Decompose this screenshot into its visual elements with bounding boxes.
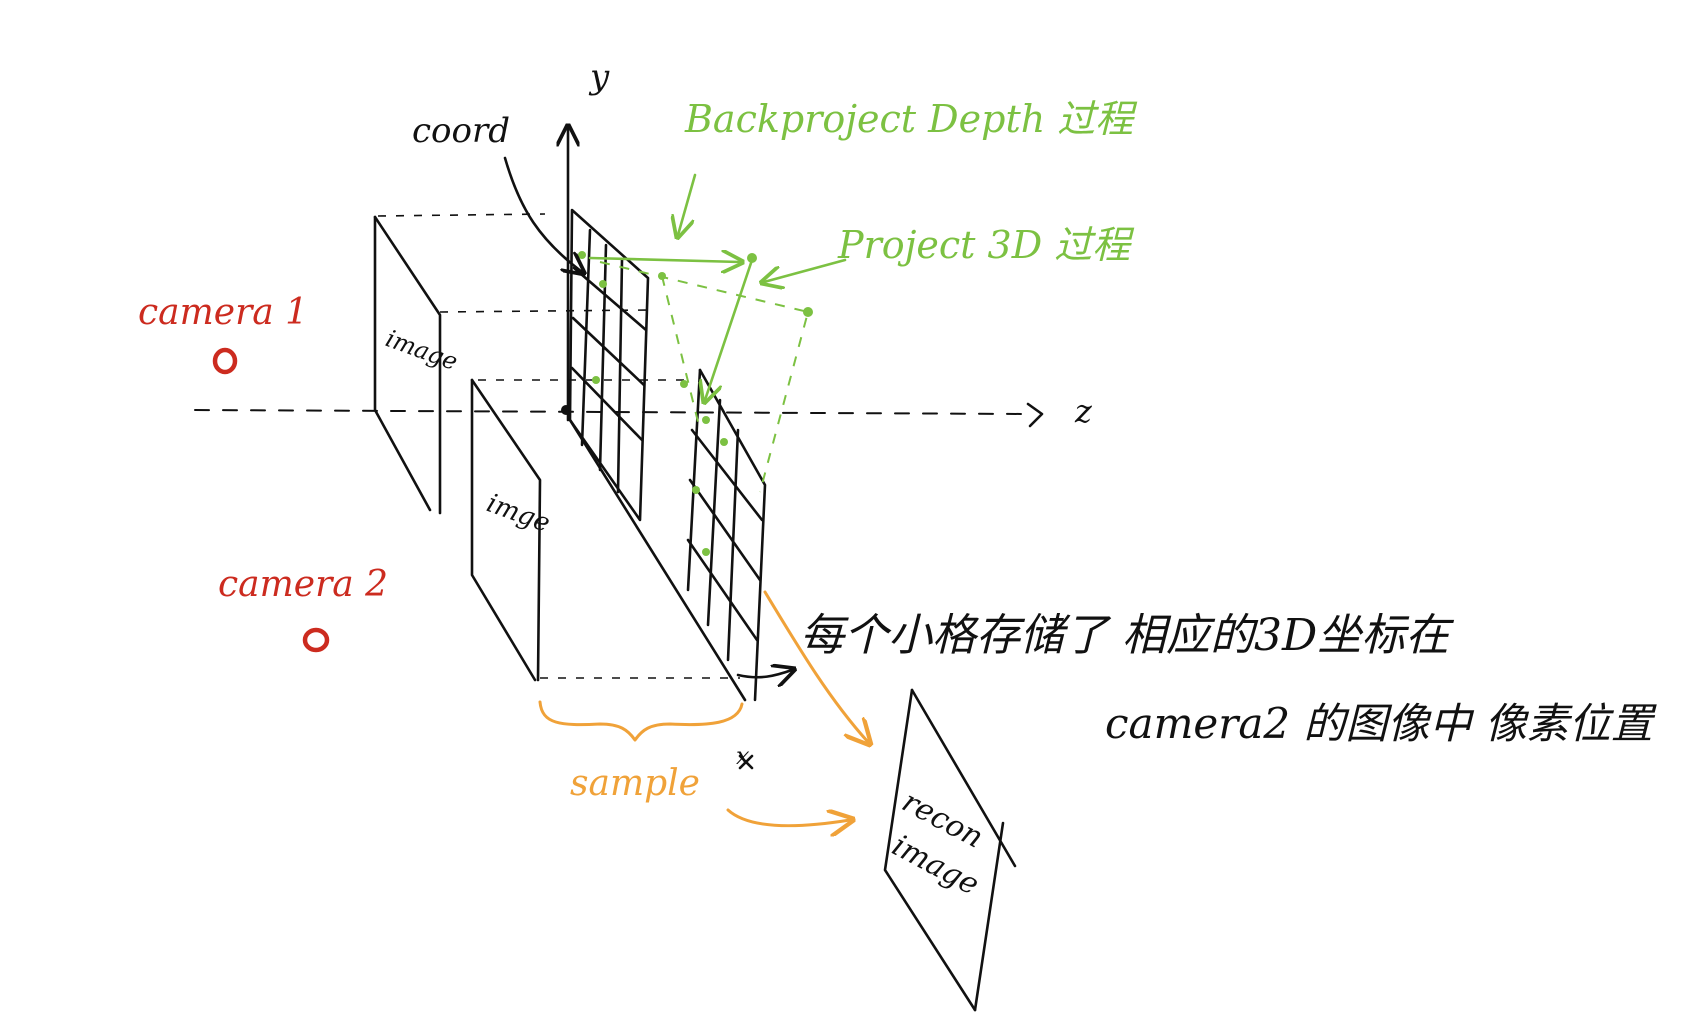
x-axis-label: x [736, 742, 750, 770]
coord-grid-2 [568, 368, 767, 702]
note-line1: 每个小格存储了 相应的3D坐标在 [800, 610, 1454, 661]
grid-to-recon-arrow [763, 590, 868, 742]
note-line2: camera2 的图像中 像素位置 [1105, 699, 1658, 748]
z-axis-label: z [1074, 392, 1093, 430]
image2-label: imge [483, 488, 554, 538]
camera2-marker [302, 627, 330, 653]
z-axis [194, 402, 1044, 428]
project3d-label: Project 3D 过程 [837, 223, 1135, 267]
camera2-image-plane [470, 378, 740, 682]
coord-arrow [503, 156, 582, 272]
image1-label: image [382, 324, 461, 376]
small-plus-mark [738, 754, 754, 770]
y-axis-label: y [588, 57, 610, 97]
backproject-label: Backproject Depth 过程 [684, 97, 1138, 141]
sample-arrow [726, 810, 850, 826]
recon-image-plane [883, 688, 1017, 1012]
camera2-label: camera 2 [218, 564, 388, 605]
sample-label: sample [570, 763, 700, 804]
camera1-image-plane [373, 213, 651, 515]
camera1-marker [212, 347, 238, 375]
origin-dot [561, 405, 571, 415]
coord-grid-1 [568, 208, 650, 522]
coord-label: coord [412, 111, 510, 151]
grid-to-note-arrow [736, 670, 792, 677]
sample-bracket [538, 700, 744, 742]
camera1-label: camera 1 [138, 292, 308, 333]
